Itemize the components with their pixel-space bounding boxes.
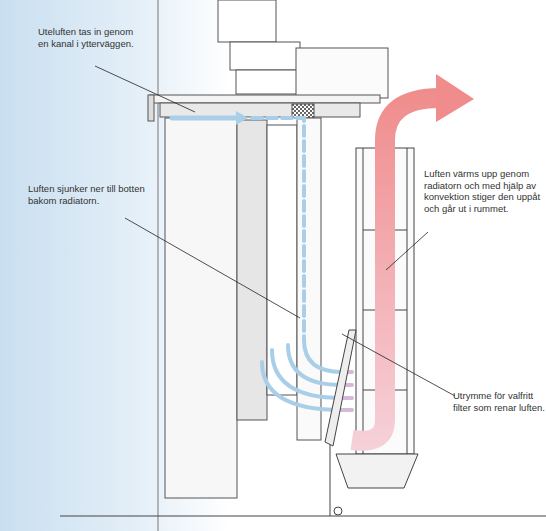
- window-sill: [148, 95, 380, 121]
- callout-text: Luften värms upp genom radiatorn och med…: [424, 168, 542, 214]
- radiator: [325, 148, 418, 515]
- callout-text: Utrymme för valfritt filter som renar lu…: [453, 390, 545, 413]
- skirting-line: [330, 440, 331, 516]
- callout-text: Uteluften tas in genom en kanal i ytterv…: [38, 26, 138, 49]
- floor-line: [60, 515, 546, 516]
- leader-lines: [95, 66, 455, 396]
- warm-air-flow: [352, 74, 474, 441]
- window-frame: [218, 0, 388, 98]
- callout-text: Luften sjunker ner till botten bakom rad…: [28, 183, 163, 206]
- outer-wall-line: [158, 0, 159, 531]
- wall-layers: [165, 118, 321, 498]
